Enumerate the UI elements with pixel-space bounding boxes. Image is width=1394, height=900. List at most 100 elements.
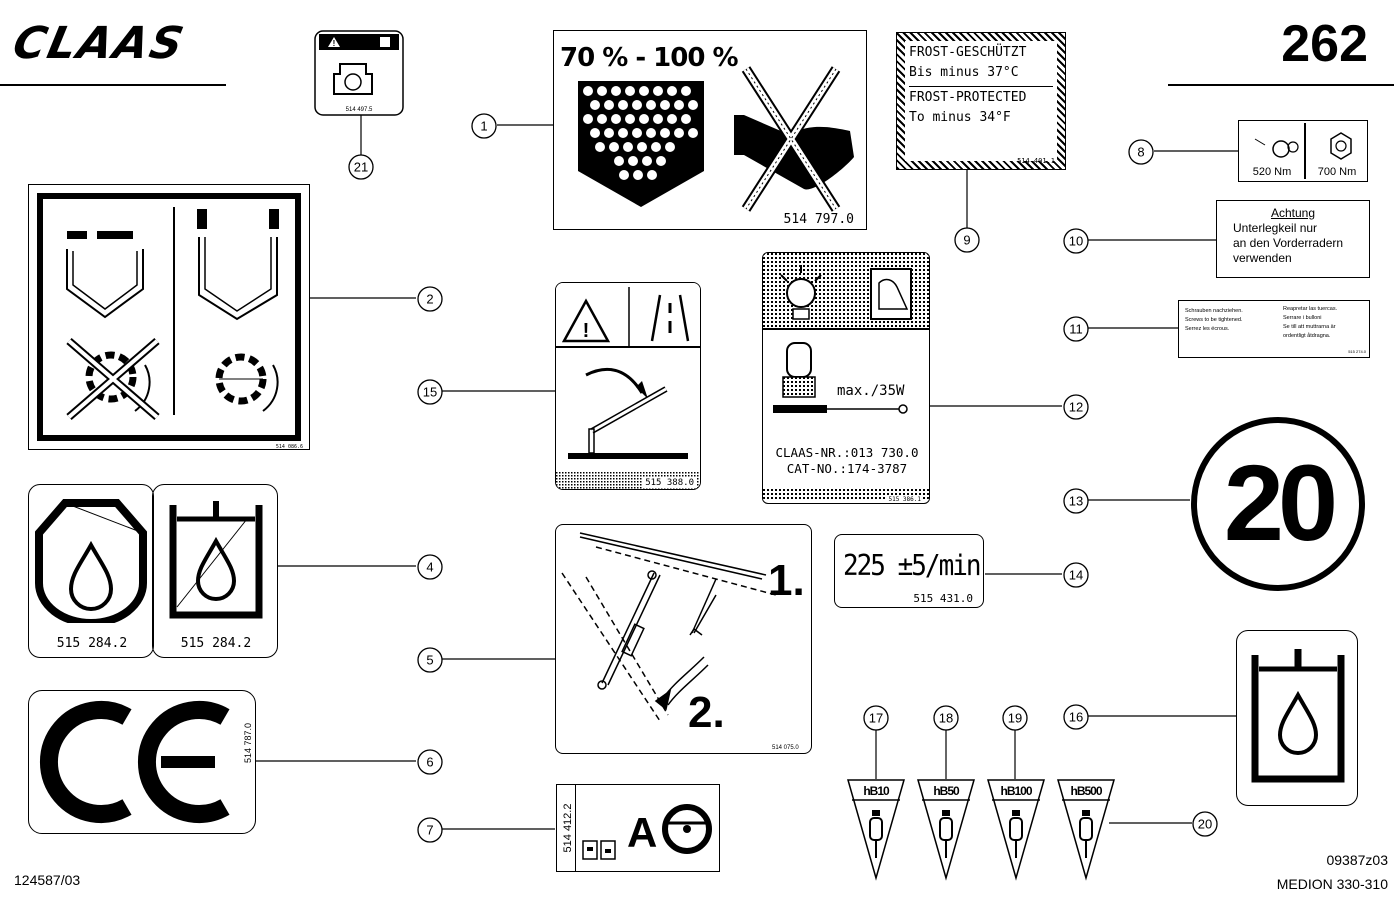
bulb-icon bbox=[786, 342, 812, 378]
callout-5: 5 bbox=[417, 647, 443, 673]
callout-13: 13 bbox=[1063, 488, 1089, 514]
achtung-line2: an den Vorderradern bbox=[1233, 236, 1344, 250]
screws-col2: Reapretar las tuercas. Serrare i bulloni… bbox=[1283, 306, 1338, 339]
decal-8-torque: 520 Nm 700 Nm bbox=[1238, 120, 1368, 182]
grain-dot bbox=[639, 114, 649, 124]
grain-dot bbox=[637, 142, 647, 152]
grain-dot bbox=[688, 128, 698, 138]
callout-21: 21 bbox=[348, 154, 374, 180]
svg-text:1.: 1. bbox=[768, 556, 805, 605]
page-number: 262 bbox=[1281, 15, 1368, 73]
decal-16-hydraulic-oil bbox=[1236, 630, 1358, 806]
callout-9: 9 bbox=[954, 227, 980, 253]
callout-4: 4 bbox=[417, 554, 443, 580]
decal-12-lamp-spec: max./35W CLAAS-NR.:013 730.0 CAT-NO.:174… bbox=[762, 252, 930, 504]
grain-dot bbox=[653, 114, 663, 124]
grain-dot bbox=[590, 128, 600, 138]
callout-18: 18 bbox=[933, 705, 959, 731]
svg-text:6: 6 bbox=[426, 755, 433, 770]
callout-17: 17 bbox=[863, 705, 889, 731]
decal-15-part-no: 515 388.0 bbox=[643, 478, 696, 488]
svg-text:514 787.0: 514 787.0 bbox=[243, 723, 253, 763]
grain-dot bbox=[619, 170, 629, 180]
decal-6-ce-mark: 514 787.0 bbox=[28, 690, 256, 834]
callout-11: 11 bbox=[1063, 316, 1089, 342]
frost-en-line1: FROST-PROTECTED bbox=[909, 90, 1027, 105]
footer-model: MEDION 330-310 bbox=[1276, 876, 1388, 892]
callout-16: 16 bbox=[1063, 704, 1089, 730]
lamp-wattage: max./35W bbox=[837, 383, 905, 399]
header-rule-left bbox=[0, 84, 226, 86]
grain-dot bbox=[632, 128, 642, 138]
svg-text:10: 10 bbox=[1069, 234, 1083, 249]
decal-19-tag: hB100 bbox=[987, 779, 1045, 881]
svg-text:11: 11 bbox=[1069, 322, 1083, 337]
decal-14-part-no: 515 431.0 bbox=[913, 592, 973, 605]
svg-text:2.: 2. bbox=[688, 688, 725, 737]
switch-icon-left bbox=[582, 840, 598, 860]
grain-dot bbox=[647, 170, 657, 180]
grain-dot bbox=[656, 156, 666, 166]
frost-de-line1: FROST-GESCHÜTZT bbox=[909, 45, 1027, 60]
svg-text:!: ! bbox=[333, 39, 336, 48]
decal-4-right-part-no: 515 284.2 bbox=[180, 636, 252, 651]
decal-10-wheel-chock-notice: Achtung Unterlegkeil nur an den Vorderra… bbox=[1216, 200, 1370, 278]
tank-open-icon bbox=[66, 231, 144, 319]
decal-12-part-no: 515 386.1 bbox=[886, 496, 923, 503]
svg-text:2: 2 bbox=[426, 292, 433, 307]
grain-dot bbox=[597, 114, 607, 124]
header-rule-right bbox=[1168, 84, 1394, 86]
frost-de-line2: Bis minus 37°C bbox=[909, 65, 1019, 80]
svg-text:13: 13 bbox=[1069, 494, 1083, 509]
footer-left-code: 124587/03 bbox=[14, 872, 81, 888]
grain-dot bbox=[625, 86, 635, 96]
grain-dot bbox=[614, 156, 624, 166]
decal-1-fill-level: 70 % - 100 % 514 797.0 bbox=[553, 30, 867, 230]
svg-text:!: ! bbox=[583, 320, 590, 342]
svg-text:17: 17 bbox=[869, 711, 883, 726]
grain-dot bbox=[639, 86, 649, 96]
svg-text:hB50: hB50 bbox=[933, 784, 960, 798]
decal-4-left-part-no: 515 284.2 bbox=[56, 636, 128, 651]
grain-dot bbox=[609, 142, 619, 152]
decal-2-part-no: 514 086.6 bbox=[275, 444, 303, 450]
grain-dot bbox=[660, 100, 670, 110]
engine-oil-icon bbox=[35, 499, 147, 623]
svg-text:18: 18 bbox=[939, 711, 953, 726]
grain-dot bbox=[618, 100, 628, 110]
light-bulb-icon bbox=[786, 278, 816, 308]
grain-dot bbox=[611, 86, 621, 96]
callout-20: 20 bbox=[1192, 811, 1218, 837]
decal-18-tag: hB50 bbox=[917, 779, 975, 881]
grain-dot bbox=[583, 114, 593, 124]
achtung-line1: Unterlegkeil nur bbox=[1233, 221, 1318, 235]
svg-text:12: 12 bbox=[1069, 400, 1083, 415]
svg-text:4: 4 bbox=[426, 560, 433, 575]
grain-dot bbox=[597, 86, 607, 96]
svg-text:7: 7 bbox=[426, 823, 433, 838]
grain-dot bbox=[646, 128, 656, 138]
grain-dot bbox=[595, 142, 605, 152]
callout-8: 8 bbox=[1128, 139, 1154, 165]
callout-14: 14 bbox=[1063, 562, 1089, 588]
svg-text:hB100: hB100 bbox=[1000, 784, 1032, 798]
tank-closed-icon bbox=[197, 209, 279, 321]
decal-13-speed-limit: 20 bbox=[1191, 417, 1365, 591]
screws-part-no: 515 274.0 bbox=[1348, 349, 1366, 354]
grain-dot bbox=[632, 100, 642, 110]
grain-dot bbox=[653, 86, 663, 96]
svg-text:hB500: hB500 bbox=[1070, 784, 1102, 798]
grain-dot bbox=[625, 114, 635, 124]
svg-text:20: 20 bbox=[1224, 442, 1334, 563]
rpm-text: 225 ±5/min bbox=[843, 549, 982, 583]
svg-text:16: 16 bbox=[1069, 710, 1083, 725]
svg-text:21: 21 bbox=[354, 160, 368, 175]
hydraulic-oil-icon-16 bbox=[1251, 649, 1345, 783]
lamp-part-numbers: CLAAS-NR.:013 730.0 CAT-NO.:174-3787 bbox=[775, 445, 919, 476]
callout-10: 10 bbox=[1063, 228, 1089, 254]
auger-icon bbox=[215, 353, 279, 412]
grain-dot bbox=[674, 128, 684, 138]
torque-right: 700 Nm bbox=[1317, 166, 1357, 178]
